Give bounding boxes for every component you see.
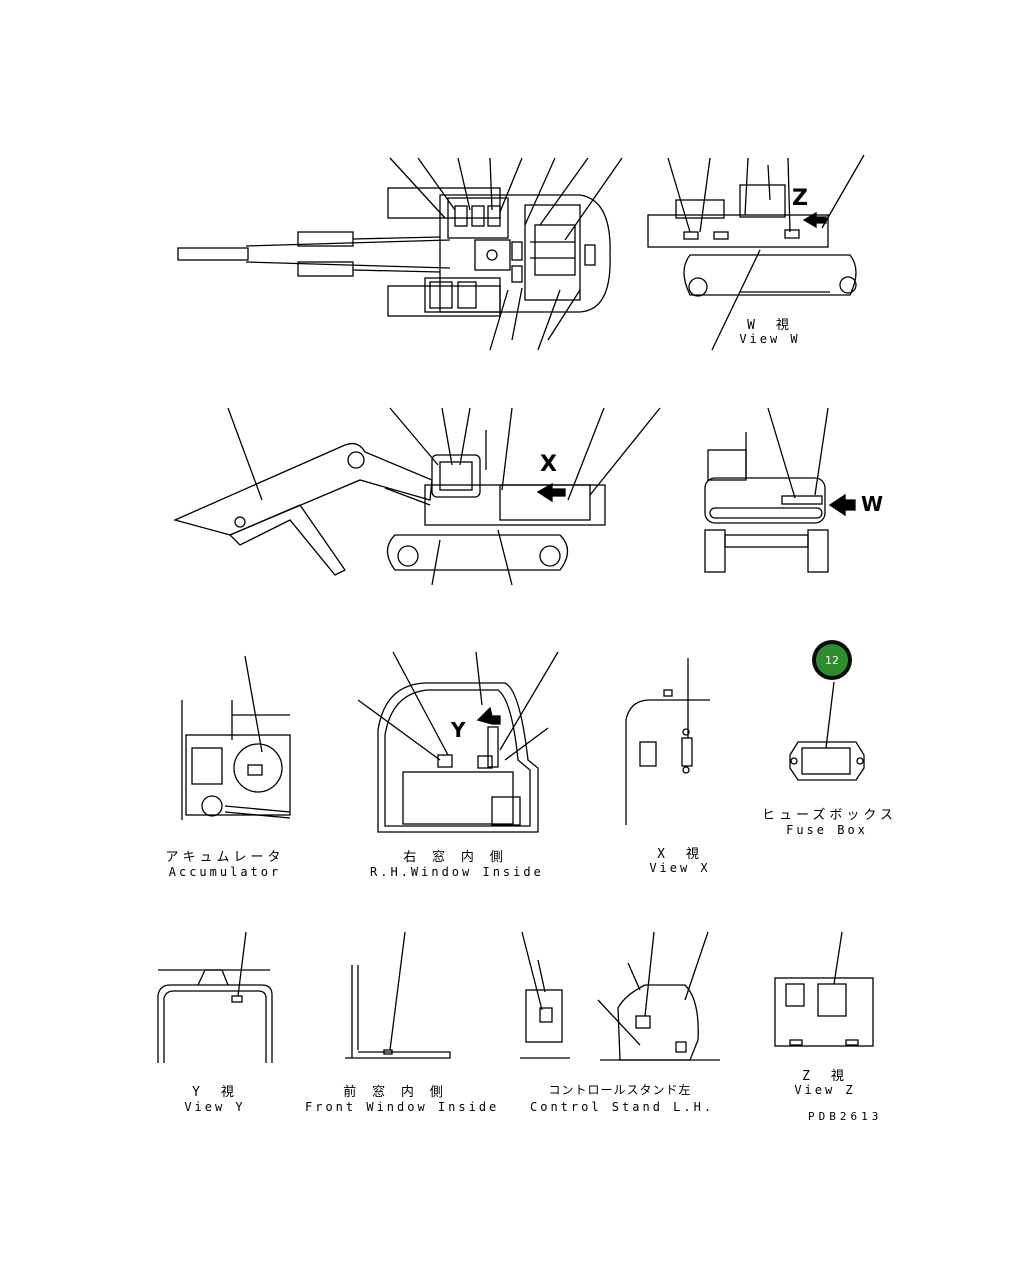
view-z-jp: Z 視: [802, 1069, 848, 1084]
fuse-box-drawing: [789, 681, 865, 781]
accumulator-en: Accumulator: [168, 865, 282, 879]
side-view-excavator: [173, 407, 661, 586]
marker-w: W: [861, 492, 884, 516]
rear-view-excavator: [704, 407, 856, 573]
accumulator-jp: アキュムレータ: [165, 850, 285, 865]
control-stand-jp: コントロールスタンド左: [548, 1083, 692, 1097]
marker-y: Y: [451, 718, 466, 742]
front-window-jp: 前 窓 内 側: [343, 1085, 447, 1100]
front-window-en: Front Window Inside: [305, 1100, 500, 1114]
view-w-drawing: [647, 154, 865, 351]
callout-12: 12: [812, 640, 852, 680]
top-view-excavator: [177, 157, 623, 351]
control-stand-drawing: [520, 931, 720, 1061]
view-x-en: View X: [649, 861, 711, 875]
view-y-jp: Y 視: [192, 1085, 238, 1100]
view-x-drawing: [625, 658, 710, 825]
marker-z: Z: [792, 186, 808, 211]
rh-window-jp: 右 窓 内 側: [403, 850, 507, 865]
drawing-code: PDB2613: [808, 1110, 883, 1123]
control-stand-en: Control Stand L.H.: [530, 1100, 715, 1114]
rh-window-en: R.H.Window Inside: [370, 865, 544, 879]
view-z-drawing: [774, 931, 874, 1047]
front-window-drawing: [345, 931, 451, 1059]
view-z-en: View Z: [794, 1083, 856, 1097]
fuse-box-en: Fuse Box: [786, 823, 868, 837]
view-w-jp: W 視: [747, 318, 793, 333]
rh-window-drawing: [357, 651, 559, 833]
accumulator-drawing: [181, 655, 291, 820]
marker-x: X: [540, 452, 557, 477]
view-y-drawing: [157, 931, 273, 1063]
callout-number: 12: [816, 644, 848, 676]
fuse-box-jp: ヒューズボックス: [762, 808, 897, 823]
view-w-en: View W: [739, 332, 801, 346]
view-x-jp: X 視: [657, 847, 703, 862]
view-y-en: View Y: [184, 1100, 246, 1114]
